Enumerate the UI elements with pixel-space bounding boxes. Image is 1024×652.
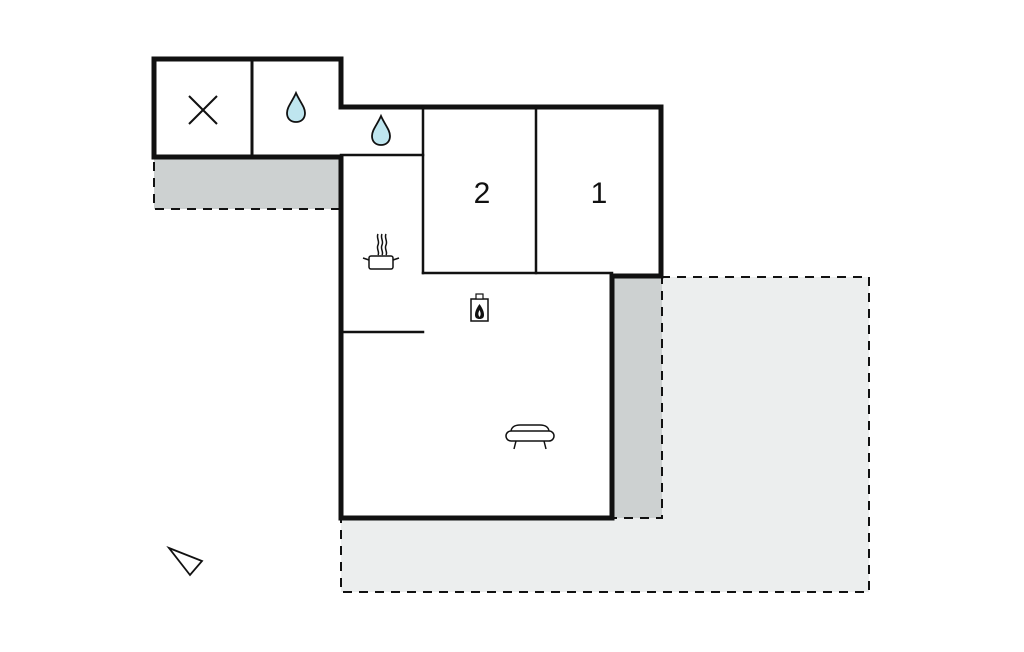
walls: [151, 56, 664, 521]
cooking-pot-icon: [362, 233, 400, 270]
outer-wall-annex: [151, 56, 344, 160]
sofa-icon: [505, 424, 555, 450]
outer-wall-main: [151, 104, 664, 521]
room-label-bedroom-2: 2: [474, 177, 491, 210]
north-arrow-icon: [166, 545, 204, 577]
room-label-bedroom-1: 1: [591, 177, 608, 210]
annex-floor: [154, 59, 341, 157]
terrace-side-strip: [611, 276, 663, 519]
terrace-top-left: [153, 156, 342, 210]
interior-floor: [341, 107, 661, 518]
cross-icon: [188, 95, 218, 125]
water-drop-icon: [286, 90, 306, 123]
water-drop-icon: [371, 113, 391, 146]
fireplace-icon: [470, 293, 489, 322]
